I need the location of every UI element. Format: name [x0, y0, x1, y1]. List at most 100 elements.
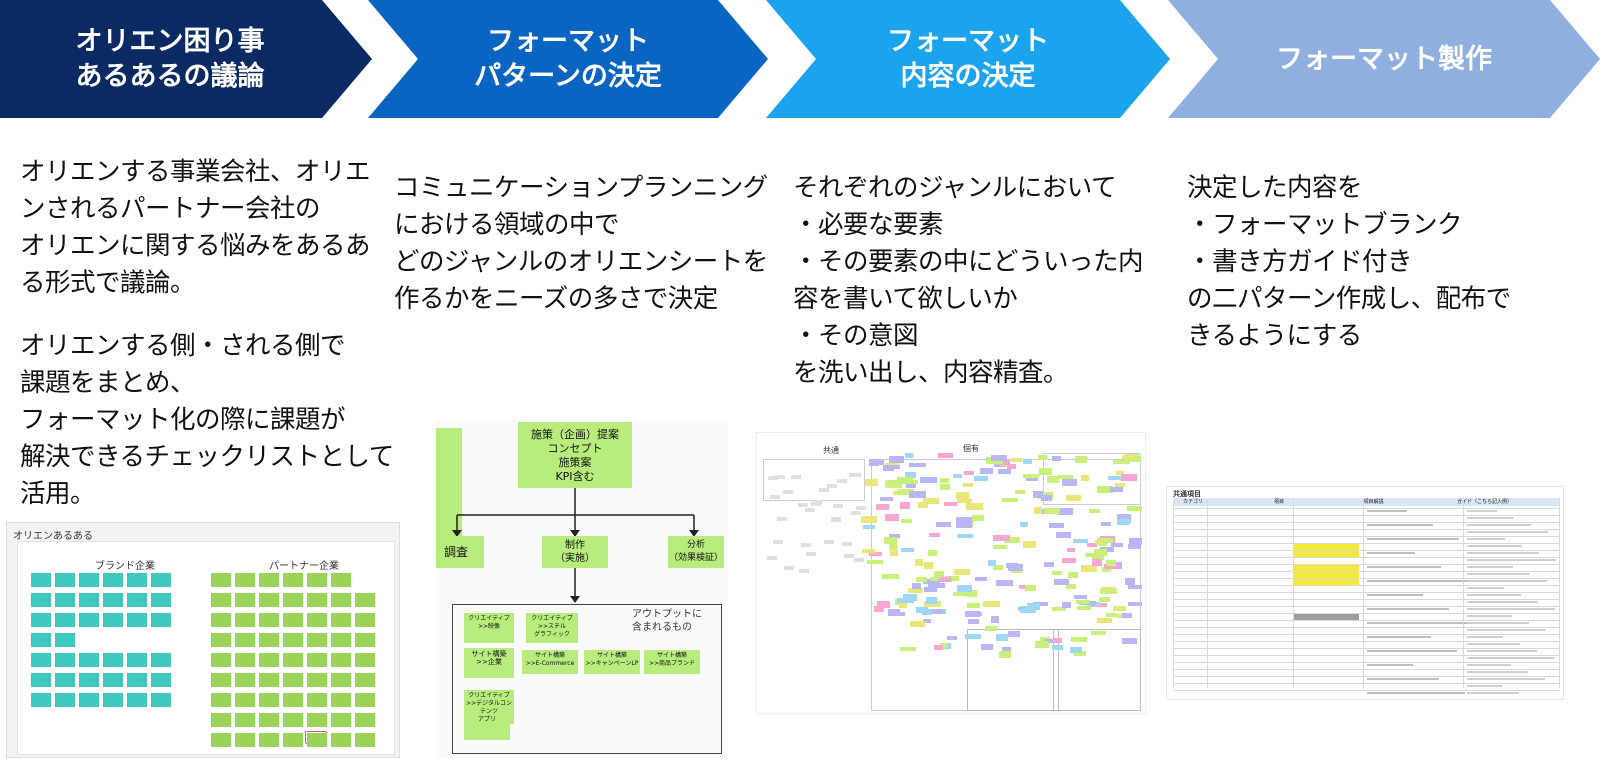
sticky-note	[1052, 607, 1066, 611]
sticky-note	[283, 633, 303, 647]
highlight-cell	[1293, 614, 1359, 620]
sticky-note	[355, 613, 375, 627]
sticky-note	[1097, 618, 1112, 623]
sticky-note	[1111, 543, 1123, 547]
sheet-title: 共通項目	[1173, 490, 1201, 498]
sticky-note	[283, 673, 303, 687]
sheet-header-cell: 項目解説	[1363, 499, 1384, 505]
sticky-note	[1122, 455, 1135, 459]
desc-1-line: フォーマット化の際に課題が	[20, 405, 346, 435]
sticky-note	[924, 562, 933, 569]
output-item-text: アプリ	[477, 716, 496, 723]
sticky-note	[235, 653, 255, 667]
sticky-note	[235, 633, 255, 647]
sticky-note	[1035, 641, 1049, 648]
sticky-note	[819, 488, 829, 492]
proposal-line: 施策（企画）提案	[531, 428, 619, 441]
sticky-note	[993, 535, 1010, 541]
step-4-description: 決定した内容を ・フォーマットブランク ・書き方ガイド付き の二パターン作成し、…	[1187, 170, 1511, 355]
text-stub	[1467, 685, 1502, 687]
output-item-sticky: サイト構築>>商品ブランド	[644, 650, 700, 674]
sticky-note	[1038, 455, 1047, 460]
sheet-row	[1173, 683, 1559, 684]
output-item-sticky: クリエイティブ>>スチルグラフィック	[526, 613, 578, 643]
text-stub	[1467, 671, 1528, 673]
sticky-note	[904, 480, 918, 484]
sticky-note	[944, 502, 957, 506]
text-stub	[1367, 510, 1407, 512]
sticky-note	[806, 552, 816, 556]
sticky-note	[833, 504, 843, 508]
sticky-note	[1033, 491, 1043, 498]
sticky-note	[1020, 522, 1028, 527]
desc-2-line: コミュニケーションプランニング	[394, 173, 768, 203]
sticky-note	[877, 601, 890, 608]
output-item-text: >>映像	[477, 623, 501, 630]
sheet-row	[1173, 515, 1559, 516]
step-1-description: オリエンする事業会社、オリエ ンされるパートナー会社の オリエンに関する悩みをあ…	[20, 154, 394, 513]
text-stub	[1467, 678, 1545, 680]
sticky-note	[355, 733, 375, 747]
sheet-row	[1173, 557, 1559, 558]
output-item-sticky: アプリ	[464, 714, 510, 740]
sticky-note	[916, 577, 927, 582]
sticky-note	[259, 673, 279, 687]
sticky-note	[938, 453, 953, 458]
sticky-note	[307, 693, 327, 707]
sticky-note	[55, 693, 75, 707]
step-3-arrow: フォーマット 内容の決定	[766, 0, 1170, 118]
sticky-note	[985, 626, 997, 631]
desc-4-line: の二パターン作成し、配布で	[1187, 284, 1511, 314]
sticky-note	[79, 673, 99, 687]
sticky-note	[900, 502, 910, 509]
sticky-note	[783, 490, 793, 494]
sticky-note	[1128, 544, 1141, 549]
sticky-note	[283, 693, 303, 707]
sticky-note	[996, 580, 1013, 586]
sticky-note	[957, 534, 973, 538]
sticky-note	[900, 647, 916, 651]
output-item-text: >>デジタルコンテンツ	[466, 700, 512, 715]
output-frame	[452, 604, 722, 754]
sticky-note	[956, 522, 972, 528]
sticky-note	[889, 456, 904, 463]
sticky-note	[259, 733, 279, 747]
sticky-note	[127, 693, 147, 707]
sticky-note	[1104, 564, 1119, 569]
output-item-text: グラフィック	[534, 631, 570, 638]
sticky-note	[1062, 479, 1077, 486]
sticky-note	[1129, 538, 1142, 545]
sticky-note	[1044, 508, 1060, 514]
sticky-note	[1071, 637, 1087, 642]
sticky-note	[905, 453, 913, 458]
sticky-note	[811, 502, 821, 506]
sticky-note	[957, 585, 972, 592]
analysis-sticky: 分析 （効果検証）	[668, 536, 724, 568]
sticky-note	[1044, 562, 1054, 567]
sheet-col	[1463, 498, 1464, 688]
sticky-note	[905, 472, 916, 478]
text-stub	[1467, 692, 1519, 694]
sticky-note	[773, 540, 783, 544]
sticky-note	[885, 514, 899, 521]
sticky-note	[235, 593, 255, 607]
sticky-note	[307, 573, 327, 587]
sticky-note	[55, 573, 75, 587]
sticky-note	[331, 573, 351, 587]
production-line: 制作	[565, 540, 585, 551]
sticky-note	[1034, 507, 1042, 514]
sheet-row	[1173, 508, 1559, 509]
sticky-note	[999, 651, 1011, 658]
group-label-partner: パートナー企業	[269, 561, 339, 572]
sticky-note	[355, 633, 375, 647]
step-3-title-line1: フォーマット	[887, 26, 1049, 57]
text-stub	[1467, 566, 1513, 568]
flow-connectors	[452, 488, 699, 603]
output-item-text: サイト構築	[534, 652, 565, 659]
text-stub	[1367, 566, 1441, 568]
sticky-note	[1070, 647, 1082, 653]
step-3-description: それぞれのジャンルにおいて ・必要な要素 ・その要素の中にどういった内 容を書い…	[793, 170, 1144, 392]
sticky-note	[1011, 458, 1022, 462]
sheet-row	[1173, 543, 1559, 544]
sticky-note	[791, 475, 801, 479]
